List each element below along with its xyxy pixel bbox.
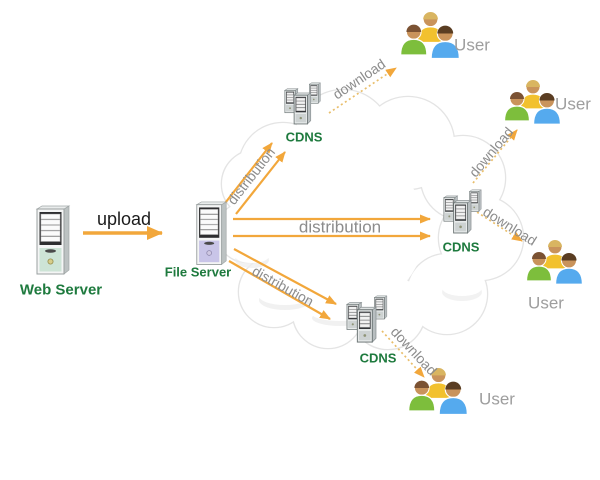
user-bottom-icon: [407, 367, 469, 416]
user-upper-right-label: User: [555, 94, 591, 114]
user-upper-right-icon: [503, 79, 562, 125]
upload-label: upload: [96, 209, 152, 229]
user-top-label: User: [454, 35, 490, 55]
user-right-label: User: [528, 293, 564, 313]
user-top-icon: [399, 11, 461, 60]
distribution-arrow-bottom: [228, 248, 337, 320]
web-server-icon: [36, 205, 70, 275]
file-server-label: File Server: [164, 264, 232, 280]
file-server-icon: [196, 201, 227, 265]
cdns-right-label: CDNS: [442, 239, 480, 255]
user-bottom-label: User: [479, 389, 515, 409]
distribution-arrow-top: [221, 142, 286, 215]
web-server-label: Web Server: [19, 281, 103, 299]
cdns-bottom-label: CDNS: [359, 350, 397, 366]
cdns-top-label: CDNS: [285, 129, 323, 145]
user-right-icon: [525, 239, 584, 285]
distribution-arrow-middle: [233, 214, 431, 241]
download-arrows: [328, 67, 523, 378]
distribution-middle-label: distribution: [298, 217, 382, 237]
